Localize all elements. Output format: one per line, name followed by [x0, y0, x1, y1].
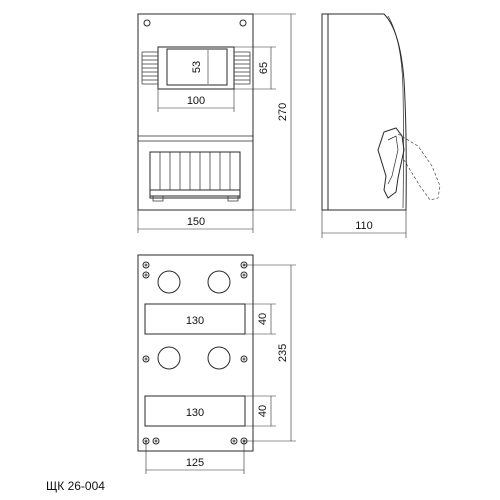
mounting-holes	[142, 261, 248, 445]
knockout-3	[157, 346, 181, 370]
slot1-width-label: 130	[186, 315, 204, 327]
breaker-frame	[149, 151, 241, 199]
model-caption: ЩК 26-004	[46, 479, 105, 493]
front-window-assembly	[141, 46, 251, 90]
back-view: 130 40 130 40 235 125	[137, 254, 296, 474]
back-enclosure-outline	[137, 254, 254, 452]
front-view: 53 65 100 270 150	[137, 13, 296, 233]
front-screw-top-right	[239, 19, 247, 27]
mount-width-label: 125	[186, 457, 204, 469]
side-view: 110	[321, 13, 441, 238]
window-height-label: 53	[191, 61, 203, 73]
hinge-part	[377, 127, 405, 199]
total-height-label: 270	[277, 103, 289, 121]
slot2-width-label: 130	[186, 407, 204, 419]
knockout-2	[207, 270, 231, 294]
window-glass	[166, 48, 228, 86]
left-vent-fins	[141, 51, 158, 85]
depth-label: 110	[355, 220, 373, 232]
side-profile-outline	[321, 13, 407, 211]
back-dimensions	[145, 264, 296, 474]
knockout-1	[157, 270, 181, 294]
knockout-4	[207, 346, 231, 370]
breaker-module	[149, 151, 241, 202]
open-lid-dashed	[397, 133, 441, 201]
window-width-label: 100	[187, 95, 205, 107]
rail-slot-1	[144, 303, 246, 335]
slot2-height-label: 40	[257, 405, 269, 417]
frame-height-label: 65	[258, 62, 270, 74]
slot1-height-label: 40	[257, 313, 269, 325]
mount-height-label: 235	[277, 344, 289, 362]
front-enclosure-outline	[137, 13, 254, 211]
rail-slot-2	[144, 395, 246, 427]
front-screw-top-left	[143, 19, 151, 27]
front-dimensions	[137, 13, 296, 233]
width-label: 150	[187, 216, 205, 228]
side-inner-curve	[387, 15, 404, 209]
right-vent-fins	[234, 51, 251, 85]
